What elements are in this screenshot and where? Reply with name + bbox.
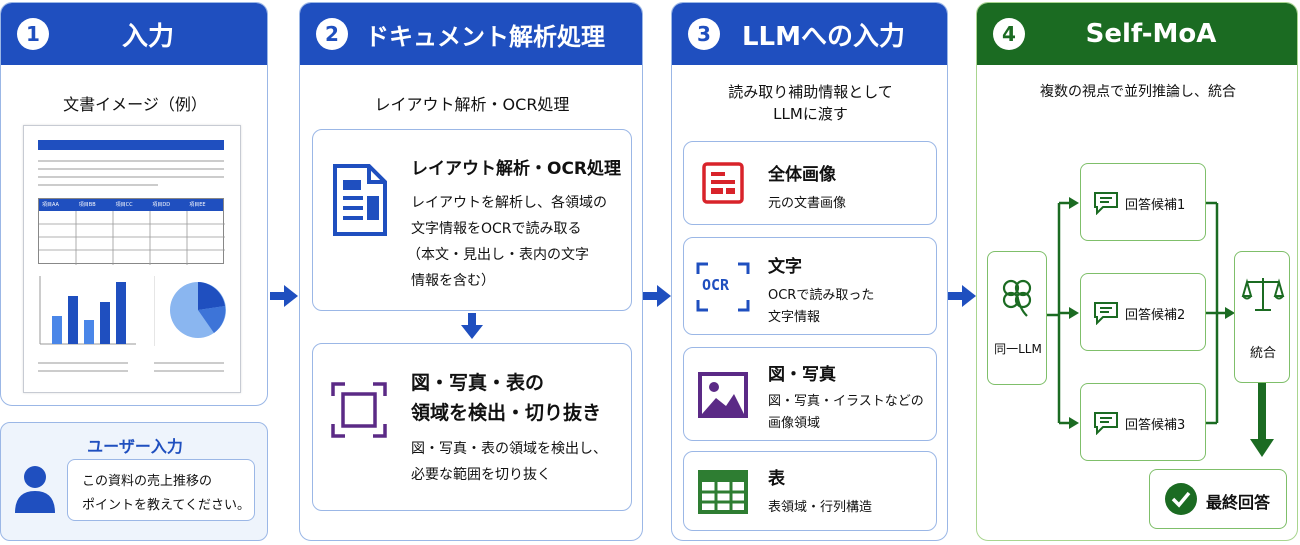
document-icon [333,164,387,236]
item-desc: 元の文書画像 [768,196,847,211]
flow-arrow-1 [270,285,298,307]
item-desc: 文字情報 [768,310,821,325]
panel-llm-input: 3 LLMへの入力 読み取り補助情報として LLMに渡す 全体画像 元の文書画像… [671,2,948,541]
step-number: 4 [993,18,1025,50]
candidate-box-2: 回答候補2 [1080,273,1206,351]
doc-bar-chart [39,276,136,345]
panel-doc-analysis: 2 ドキュメント解析処理 レイアウト解析・OCR処理 レイアウト解析・OCR処理… [299,2,643,541]
card-desc: 図・写真・表の領域を検出し、 [411,441,607,457]
item-title: 図・写真 [768,365,836,385]
candidate-box-1: 回答候補1 [1080,163,1206,241]
doc-table-header: 項目EE [189,202,206,208]
clover-icon [1002,279,1032,317]
panel-title: LLMへの入力 [741,21,905,52]
llm-input-item-image: 全体画像 元の文書画像 [683,141,937,225]
user-input-title: ユーザー入力 [87,437,183,456]
integrate-down-arrow [1250,383,1274,457]
card-desc: 文字情報をOCRで読み取る [411,221,582,237]
item-title: 文字 [768,257,802,277]
full-image-icon [702,162,744,204]
scales-icon [1241,278,1285,311]
user-icon [15,466,55,513]
panel-self-moa: 4 Self-MoA 複数の視点で並列推論し、統合 [976,2,1298,541]
panel-subtitle: レイアウト解析・OCR処理 [374,95,570,114]
doc-table: 項目AA 項目BB 項目CC 項目DD 項目EE [38,198,225,265]
figure-detect-card: 図・写真・表の 領域を検出・切り抜き 図・写真・表の領域を検出し、 必要な範囲を… [312,343,632,511]
flow-arrow-3 [948,285,976,307]
item-title: 表 [768,469,785,489]
layout-ocr-card: レイアウト解析・OCR処理 レイアウトを解析し、各領域の 文字情報をOCRで読み… [312,129,632,311]
document-thumbnail: 項目AA 項目BB 項目CC 項目DD 項目EE [23,125,241,393]
candidate-label: 回答候補3 [1125,418,1186,433]
step-number: 1 [17,18,49,50]
checkmark-icon [1165,483,1197,515]
item-title: 全体画像 [768,165,836,185]
doc-table-header: 項目DD [152,202,171,208]
panel-llm-input-header: 3 LLMへの入力 [672,3,947,65]
integrate-label: 統合 [1249,346,1276,361]
doc-image-label: 文書イメージ（例） [63,95,207,114]
chat-icon [1094,412,1118,435]
panel-subtitle: 読み取り補助情報として [728,83,893,101]
card-desc: 情報を含む） [411,273,495,289]
llm-input-item-table: 表 表領域・行列構造 [683,451,937,531]
llm-input-item-text: OCR 文字 OCRで読み取った 文字情報 [683,237,937,335]
user-message-line2: ポイントを教えてください。 [82,498,250,513]
step-number: 2 [316,18,348,50]
doc-pie-chart [154,276,226,346]
llm-input-item-figure: 図・写真 図・写真・イラストなどの 画像領域 [683,347,937,441]
card-desc: レイアウトを解析し、各領域の [411,195,607,211]
doc-table-header: 項目CC [115,202,133,208]
card-desc: （本文・見出し・表内の文字 [407,247,589,263]
crop-icon [331,382,387,438]
card-desc: 必要な範囲を切り抜く [411,467,551,483]
candidate-label: 回答候補2 [1125,308,1186,323]
final-answer-label: 最終回答 [1206,493,1271,512]
table-icon [698,470,748,514]
speech-bubble: この資料の売上推移の ポイントを教えてください。 [67,459,255,521]
user-input-box: ユーザー入力 この資料の売上推移の ポイントを教えてください。 [0,422,268,541]
integrate-box: 統合 [1234,251,1290,383]
panel-doc-analysis-header: 2 ドキュメント解析処理 [300,3,642,65]
item-desc: 画像領域 [768,416,821,431]
final-answer-box: 最終回答 [1149,469,1287,529]
panel-subtitle: 複数の視点で並列推論し、統合 [1040,84,1236,100]
step-number: 3 [688,18,720,50]
card-title: 領域を検出・切り抜き [411,402,602,424]
doc-table-header: 項目AA [42,202,59,208]
item-desc: OCRで読み取った [768,288,875,303]
down-arrow [461,313,483,339]
item-desc: 表領域・行列構造 [768,500,873,515]
same-llm-box: 同一LLM [987,251,1047,385]
card-title: 図・写真・表の [411,372,545,394]
card-title: レイアウト解析・OCR処理 [411,159,622,179]
panel-self-moa-header: 4 Self-MoA [977,3,1297,65]
picture-icon [698,372,748,418]
user-message-line1: この資料の売上推移の [82,474,213,489]
panel-title: 入力 [121,21,174,52]
doc-table-header: 項目BB [78,202,96,208]
ocr-icon-text: OCR [702,276,730,294]
chat-icon [1094,192,1118,215]
moa-connectors [1047,197,1235,429]
panel-title: ドキュメント解析処理 [365,22,605,51]
panel-subtitle: LLMに渡す [773,105,848,123]
item-desc: 図・写真・イラストなどの [768,394,924,409]
ocr-icon [696,262,750,312]
candidate-box-3: 回答候補3 [1080,383,1206,461]
panel-input: 1 入力 文書イメージ（例） 項目AA 項目BB 項目CC 項目DD 項目EE [0,2,268,406]
same-llm-label: 同一LLM [994,342,1042,356]
panel-title: Self-MoA [1085,19,1217,49]
candidate-label: 回答候補1 [1125,198,1186,213]
flow-arrow-2 [643,285,671,307]
chat-icon [1094,302,1118,325]
panel-input-header: 1 入力 [1,3,267,65]
